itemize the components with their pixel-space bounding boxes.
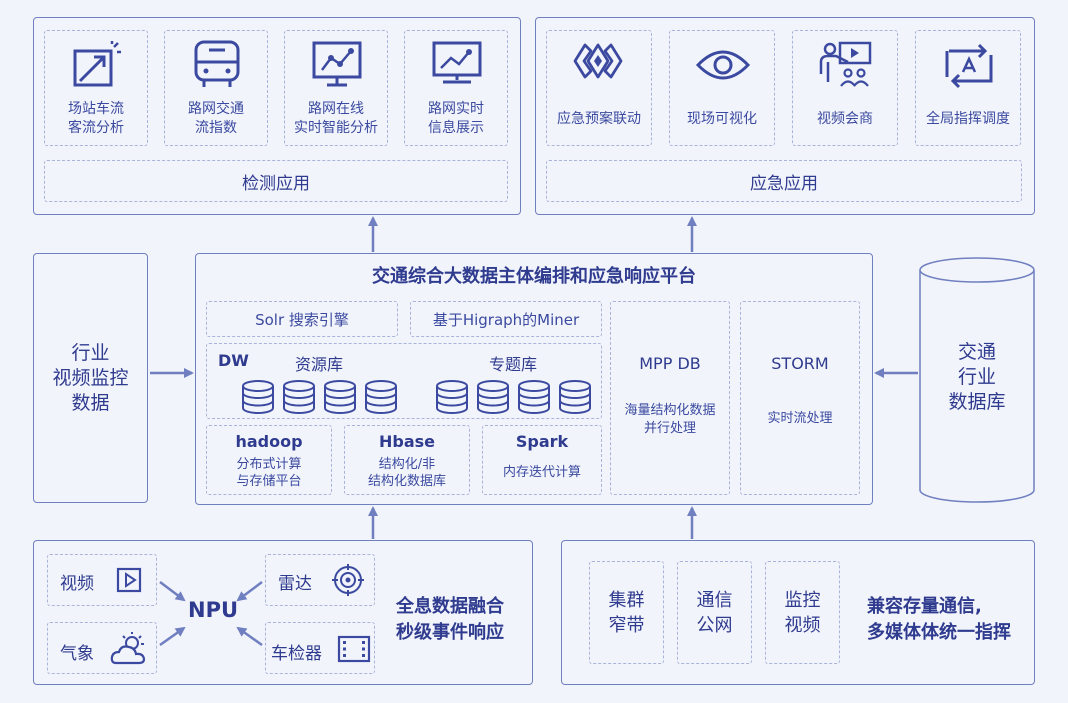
eye-icon — [695, 50, 751, 80]
monitoring-video-tile: 监控 视频 — [765, 561, 840, 664]
storm-block: STORM 实时流处理 — [740, 301, 860, 495]
tile-label: 现场可视化 — [687, 111, 757, 127]
fusion-caption-line2: 秒级事件响应 — [396, 622, 504, 643]
line-chart-monitor-icon — [312, 41, 362, 87]
tile-video-consultation: 视频会商 — [792, 30, 898, 146]
comm-caption-line1: 兼容存量通信, — [867, 596, 982, 617]
database-label-line3: 数据库 — [948, 391, 1006, 413]
tile-label-line2: 流指数 — [195, 120, 237, 136]
public-network-tile: 通信 公网 — [677, 561, 752, 664]
tile-line1: 通信 — [696, 589, 733, 611]
trunked-narrowband-tile: 集群 窄带 — [589, 561, 664, 664]
tile-global-dispatch: 全局指挥调度 — [915, 30, 1021, 146]
video-source: 视频 — [47, 554, 157, 606]
source-label-line2: 视频监控 — [52, 366, 129, 389]
trend-arrow-icon — [73, 41, 121, 87]
platform-title: 交通综合大数据主体编排和应急响应平台 — [372, 266, 696, 287]
storm-desc-line1: 实时流处理 — [767, 411, 833, 426]
industry-video-monitoring-source: 行业 视频监控 数据 — [33, 253, 148, 503]
hadoop-name: hadoop — [235, 432, 303, 451]
detector-label: 车检器 — [271, 644, 322, 664]
tile-label: 应急预案联动 — [557, 111, 641, 127]
spark-name: Spark — [515, 432, 569, 451]
hbase-block: Hbase 结构化/非 结构化数据库 — [344, 425, 470, 495]
comm-caption-line2: 多媒体体统一指挥 — [867, 622, 1011, 643]
communications-panel — [561, 540, 1035, 685]
video-conference-icon — [819, 41, 872, 87]
tile-line1: 集群 — [608, 589, 645, 611]
tile-label-line1: 场站车流 — [68, 101, 124, 117]
tile-road-traffic-index: 路网交通 流指数 — [164, 30, 268, 146]
database-label-line2: 行业 — [957, 366, 996, 388]
play-icon — [116, 567, 142, 593]
hbase-desc-line2: 结构化数据库 — [367, 474, 446, 489]
solr-label: Solr 搜索引擎 — [255, 310, 349, 329]
database-label-line1: 交通 — [957, 341, 996, 363]
npu-label: NPU — [188, 598, 239, 622]
data-warehouse-block — [206, 343, 602, 419]
solr-search-engine: Solr 搜索引擎 — [206, 301, 398, 337]
hbase-desc-line1: 结构化/非 — [378, 457, 436, 472]
weather-label: 气象 — [60, 644, 94, 664]
mpp-db-block: MPP DB 海量结构化数据 并行处理 — [610, 301, 730, 495]
emergency-applications-footer: 应急应用 — [546, 160, 1022, 202]
radar-target-icon — [332, 564, 364, 596]
monitor-applications-panel — [33, 17, 521, 215]
tile-label-line1: 路网交通 — [188, 101, 244, 117]
hadoop-desc-line1: 分布式计算 — [236, 457, 302, 472]
tile-label: 视频会商 — [817, 111, 873, 127]
tile-road-online-analysis: 路网在线 实时智能分析 — [284, 30, 388, 146]
vehicle-detector-source: 车检器 — [265, 622, 375, 674]
tile-label-line2: 信息展示 — [428, 120, 484, 136]
storm-name: STORM — [771, 354, 829, 373]
mpp-desc-line1: 海量结构化数据 — [624, 403, 716, 418]
higraph-miner: 基于Higraph的Miner — [410, 301, 602, 337]
source-label-line1: 行业 — [71, 341, 110, 364]
tile-line2: 视频 — [784, 614, 821, 636]
section-title: 应急应用 — [750, 173, 818, 194]
tile-label-line1: 路网在线 — [308, 101, 364, 117]
dw-label: DW — [218, 351, 249, 370]
miner-label: 基于Higraph的Miner — [432, 310, 580, 329]
hadoop-desc-line2: 与存储平台 — [236, 474, 302, 489]
fusion-caption-line1: 全息数据融合 — [396, 596, 504, 617]
tile-label: 全局指挥调度 — [926, 111, 1010, 127]
hadoop-block: hadoop 分布式计算 与存储平台 — [206, 425, 332, 495]
presentation-chart-icon — [432, 41, 482, 84]
video-label: 视频 — [60, 574, 94, 594]
database-label: 交通 行业 数据库 — [920, 340, 1034, 415]
hbase-name: Hbase — [378, 432, 435, 451]
tile-line2: 公网 — [696, 614, 733, 636]
topic-library-label: 专题库 — [489, 355, 538, 374]
tile-scene-visualization: 现场可视化 — [669, 30, 775, 146]
tile-label-line2: 客流分析 — [68, 120, 124, 136]
spark-block: Spark 内存迭代计算 — [482, 425, 602, 495]
dispatch-cycle-icon — [945, 43, 993, 89]
tile-station-flow-analysis: 场站车流 客流分析 — [44, 30, 148, 146]
source-label-line3: 数据 — [71, 391, 110, 414]
mpp-name: MPP DB — [639, 354, 701, 373]
tile-line1: 监控 — [784, 589, 821, 611]
radar-label: 雷达 — [278, 574, 312, 594]
radar-source: 雷达 — [265, 554, 375, 606]
weather-cloud-sun-icon — [110, 632, 146, 665]
tile-line2: 窄带 — [608, 614, 645, 636]
mpp-desc-line2: 并行处理 — [643, 421, 696, 436]
weather-source: 气象 — [47, 622, 157, 674]
bus-icon — [194, 40, 240, 87]
monitor-applications-footer: 检测应用 — [44, 160, 508, 202]
tile-road-realtime-info: 路网实时 信息展示 — [404, 30, 508, 146]
tile-label-line2: 实时智能分析 — [294, 120, 378, 136]
tile-label-line1: 路网实时 — [428, 101, 484, 117]
chevron-diamonds-icon — [573, 43, 623, 79]
section-title: 检测应用 — [242, 173, 310, 194]
big-data-platform-panel — [195, 253, 873, 505]
tile-emergency-plan-linkage: 应急预案联动 — [546, 30, 652, 146]
film-strip-icon — [337, 635, 371, 663]
spark-desc-line1: 内存迭代计算 — [502, 465, 581, 480]
resource-library-label: 资源库 — [295, 355, 344, 374]
